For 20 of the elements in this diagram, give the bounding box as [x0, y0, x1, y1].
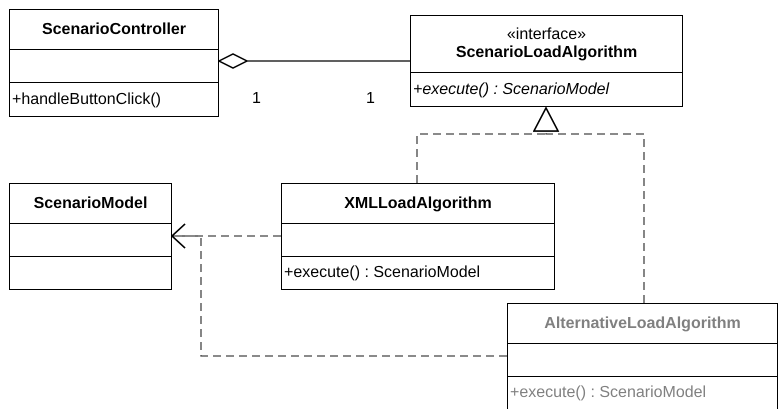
multiplicity-label: 1 [366, 90, 375, 108]
class-box [410, 15, 683, 107]
method-signature: +execute() : ScenarioModel [509, 384, 708, 402]
class-name: ScenarioController [40, 20, 188, 38]
class-name: XMLLoadAlgorithm [343, 194, 493, 212]
method-signature: +execute() : ScenarioModel [412, 80, 610, 98]
class-box [507, 303, 778, 409]
multiplicity-label: 1 [252, 90, 261, 108]
stereotype: «interface» [506, 26, 588, 44]
class-box [281, 183, 555, 290]
class-name: ScenarioModel [32, 194, 148, 212]
class-name: AlternativeLoadAlgorithm [543, 314, 742, 332]
dashed-arrow [533, 107, 645, 303]
class-name: ScenarioLoadAlgorithm [454, 44, 638, 62]
class-box [9, 9, 219, 117]
method-signature: +handleButtonClick() [11, 90, 162, 108]
dashed-arrow [171, 223, 507, 357]
class-box [9, 183, 172, 290]
method-signature: +execute() : ScenarioModel [283, 264, 482, 282]
aggregation-line [218, 53, 410, 69]
